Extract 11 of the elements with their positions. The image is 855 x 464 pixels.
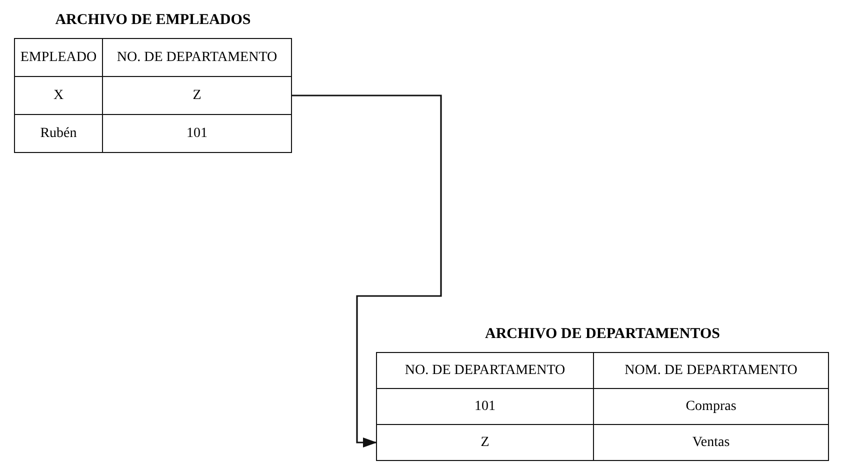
table-title: ARCHIVO DE DEPARTAMENTOS: [484, 326, 722, 343]
table-cell: Rubén: [14, 114, 103, 153]
table-title: ARCHIVO DE EMPLEADOS: [54, 12, 252, 29]
column-header: NO. DE DEPARTAMENTO: [102, 38, 292, 77]
arrow: [292, 94, 442, 448]
table-cell: Ventas: [593, 424, 829, 461]
column-header: NOM. DE DEPARTAMENTO: [593, 352, 829, 389]
column-header: EMPLEADO: [14, 38, 103, 77]
table-cell: 101: [102, 114, 292, 153]
column-header: NO. DE DEPARTAMENTO: [376, 352, 594, 389]
table-cell: Z: [376, 424, 594, 461]
